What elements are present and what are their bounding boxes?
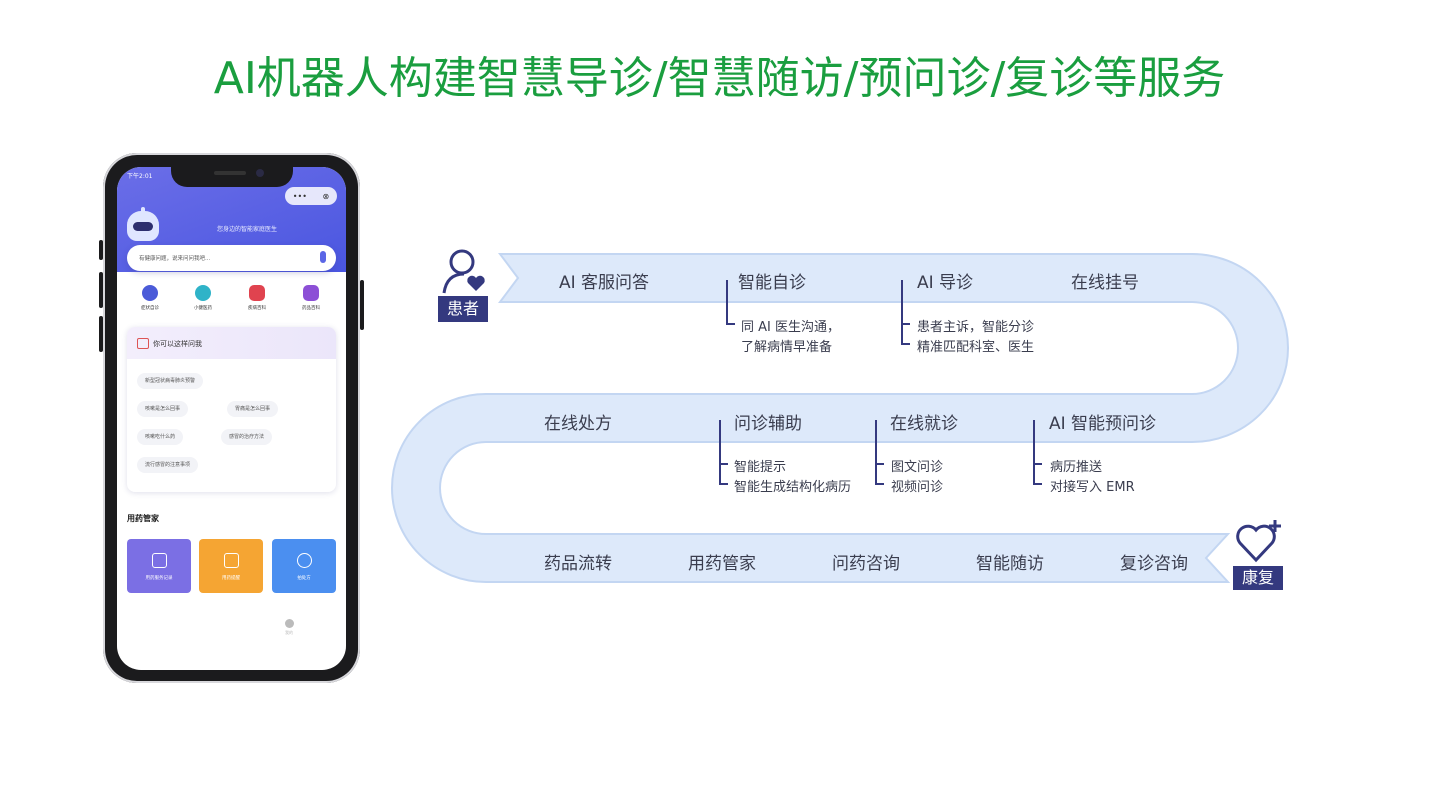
step-drug-circulation: 药品流转 xyxy=(544,554,612,574)
suggestion-chip[interactable]: 咳嗽是怎么回事 xyxy=(137,401,189,417)
tab-me[interactable]: 我的 xyxy=(279,619,299,636)
more-icon[interactable]: ••• xyxy=(292,191,307,201)
step-consult-assist: 问诊辅助 xyxy=(734,414,802,434)
connector-online-visit xyxy=(875,420,884,485)
quick-item-label: 药品百科 xyxy=(302,306,320,311)
tile-label: 用药服务记录 xyxy=(145,576,173,581)
connector-ai-triage xyxy=(901,280,910,345)
status-time: 下午2:01 xyxy=(127,173,153,180)
step-self-diagnosis: 智能自诊 xyxy=(738,273,806,293)
sub-ai-triage-1: 患者主诉，智能分诊 xyxy=(917,320,1035,335)
mini-program-capsule[interactable]: ••• ⊗ xyxy=(285,187,337,205)
microphone-icon[interactable] xyxy=(320,251,326,263)
step-return-visit: 复诊咨询 xyxy=(1120,554,1188,574)
connector-consult-assist xyxy=(719,420,728,485)
recovery-tag: 康复 xyxy=(1233,566,1283,590)
reminder-icon xyxy=(224,553,239,568)
chat-icon xyxy=(137,338,149,349)
phone-power-button xyxy=(360,280,364,330)
robot-antenna xyxy=(141,207,145,213)
tile-medication-record[interactable]: 用药服务记录 xyxy=(127,539,191,593)
step-ai-pre-consultation: AI 智能预问诊 xyxy=(1049,414,1157,434)
quick-item-label: 症状自诊 xyxy=(141,306,159,311)
sub-online-visit-2: 视频问诊 xyxy=(891,480,944,495)
close-icon[interactable]: ⊗ xyxy=(322,191,330,201)
phone-side-button xyxy=(99,316,103,352)
quick-item-label: 小健医药 xyxy=(194,306,212,311)
step-online-prescription: 在线处方 xyxy=(544,414,612,434)
heart-icon xyxy=(467,275,485,291)
step-ai-customer-service: AI 客服问答 xyxy=(559,273,650,293)
camera-icon xyxy=(297,553,312,568)
disease-icon xyxy=(249,285,265,301)
quick-item-self-diagnosis[interactable]: 症状自诊 xyxy=(130,285,170,311)
suggestion-chip[interactable]: 咳嗽吃什么药 xyxy=(137,429,184,445)
sub-consult-assist-1: 智能提示 xyxy=(734,460,787,475)
phone-side-button xyxy=(99,272,103,308)
search-input[interactable]: 有健康问题，说来问问我吧... xyxy=(127,245,336,271)
robot-avatar-icon xyxy=(127,211,159,241)
quick-item-pharmacy[interactable]: 小健医药 xyxy=(183,285,223,311)
tile-photo-prescription[interactable]: 拍处方 xyxy=(272,539,336,593)
sub-consult-assist-2: 智能生成结构化病历 xyxy=(734,480,852,495)
search-placeholder: 有健康问题，说来问问我吧... xyxy=(139,256,211,262)
step-ai-triage: AI 导诊 xyxy=(917,273,974,293)
suggestion-chip[interactable]: 流行感冒的注意事项 xyxy=(137,457,199,473)
sub-pre-consult-2: 对接写入 EMR xyxy=(1050,480,1135,495)
section-title: 用药管家 xyxy=(127,514,159,523)
step-online-visit: 在线就诊 xyxy=(890,414,958,434)
quick-item-drug-wiki[interactable]: 药品百科 xyxy=(291,285,331,311)
tab-label: 我的 xyxy=(285,630,293,635)
phone-camera xyxy=(256,169,264,177)
phone-screen: 下午2:01 ••• ⊗ 您身边的智能家庭医生 有健康问题，说来问问我吧... … xyxy=(117,167,346,670)
suggestion-chip[interactable]: 胃痛是怎么回事 xyxy=(227,401,279,417)
sub-self-diagnosis-1: 同 AI 医生沟通， xyxy=(741,320,840,335)
connector-pre-consult xyxy=(1033,420,1042,485)
phone-speaker xyxy=(214,171,246,175)
heart-plus-icon xyxy=(1236,520,1281,563)
sub-ai-triage-2: 精准匹配科室、医生 xyxy=(917,340,1035,355)
suggestion-chip[interactable]: 新型冠状病毒肺炎预警 xyxy=(137,373,204,389)
suggestion-chip[interactable]: 感冒的治疗方法 xyxy=(221,429,273,445)
patient-tag: 患者 xyxy=(438,296,488,322)
greeting-text: 您身边的智能家庭医生 xyxy=(217,226,278,233)
quick-item-disease-wiki[interactable]: 疾病百科 xyxy=(237,285,277,311)
quick-item-label: 疾病百科 xyxy=(248,306,266,311)
pharmacy-icon xyxy=(195,285,211,301)
flow-band xyxy=(391,253,1289,583)
step-drug-consultation: 问药咨询 xyxy=(832,554,900,574)
connector-self-diagnosis xyxy=(726,280,735,325)
card-title: 你可以这样问我 xyxy=(153,340,202,348)
patient-icon xyxy=(442,249,475,294)
diagnosis-icon xyxy=(142,285,158,301)
card-header xyxy=(127,327,336,359)
sub-online-visit-1: 图文问诊 xyxy=(891,460,944,475)
step-smart-followup: 智能随访 xyxy=(976,554,1044,574)
step-medication-manager: 用药管家 xyxy=(688,554,756,574)
tile-medication-reminder[interactable]: 用药提醒 xyxy=(199,539,263,593)
phone-side-button xyxy=(99,240,103,260)
sub-self-diagnosis-2: 了解病情早准备 xyxy=(741,340,833,355)
tile-label: 拍处方 xyxy=(297,576,311,581)
record-icon xyxy=(152,553,167,568)
tile-label: 用药提醒 xyxy=(222,576,240,581)
suggestion-card: 你可以这样问我 新型冠状病毒肺炎预警 咳嗽是怎么回事 胃痛是怎么回事 咳嗽吃什么… xyxy=(127,327,336,492)
user-icon xyxy=(284,619,294,628)
page-title: AI机器人构建智慧导诊/智慧随访/预问诊/复诊等服务 xyxy=(213,53,1226,104)
drug-icon xyxy=(303,285,319,301)
step-online-registration: 在线挂号 xyxy=(1071,273,1139,293)
sub-pre-consult-1: 病历推送 xyxy=(1050,460,1103,475)
